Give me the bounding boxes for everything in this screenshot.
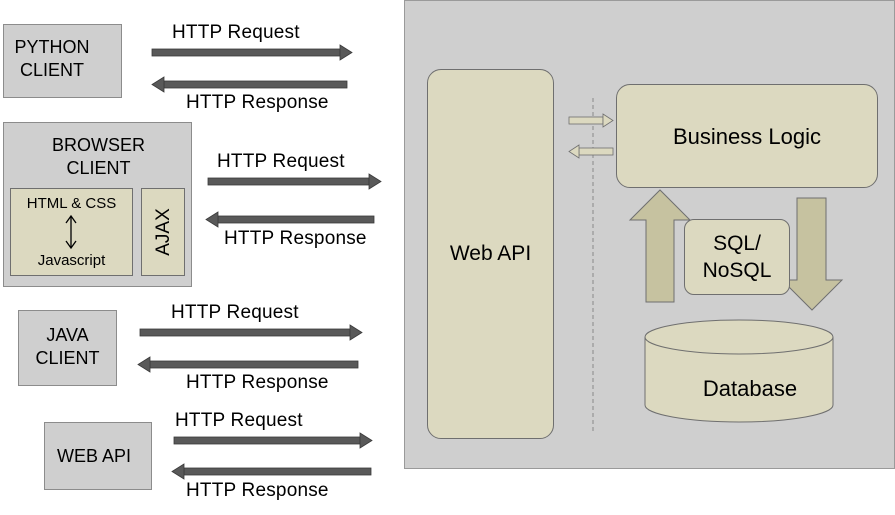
- html-css-js-box: HTML & CSS Javascript: [10, 188, 133, 276]
- python-request-arrow-icon: [151, 44, 353, 61]
- web-api-label: Web API: [449, 242, 532, 265]
- ajax-box: AJAX: [141, 188, 185, 276]
- java-request-arrow-icon: [139, 324, 363, 341]
- python-response-label: HTTP Response: [186, 92, 329, 113]
- html-css-label: HTML & CSS: [26, 195, 117, 212]
- java-response-arrow-icon: [137, 356, 359, 373]
- webapi-response-arrow-icon: [171, 463, 372, 480]
- webapi-client-label: WEB API: [56, 446, 132, 466]
- webapi-response-label: HTTP Response: [186, 480, 329, 501]
- python-request-label: HTTP Request: [172, 22, 300, 43]
- business-logic-component: Business Logic: [616, 84, 878, 188]
- java-client-box: JAVA CLIENT: [18, 310, 117, 386]
- python-response-arrow-icon: [151, 76, 348, 93]
- python-client-box: PYTHON CLIENT: [3, 24, 122, 98]
- logic-right-arrow-icon: [568, 113, 614, 128]
- python-client-line2: CLIENT: [19, 60, 84, 80]
- browser-client-line2: CLIENT: [66, 158, 131, 178]
- business-logic-label: Business Logic: [673, 124, 821, 149]
- java-response-label: HTTP Response: [186, 372, 329, 393]
- browser-client-line1: BROWSER: [51, 135, 145, 155]
- browser-response-label: HTTP Response: [224, 228, 367, 249]
- browser-response-arrow-icon: [205, 211, 375, 228]
- nosql-label: NoSQL: [702, 259, 772, 282]
- bidirectional-arrow-icon: [65, 214, 77, 250]
- logic-left-arrow-icon: [568, 144, 614, 159]
- up-arrow-icon: [628, 189, 692, 303]
- down-arrow-icon: [780, 197, 844, 311]
- browser-request-arrow-icon: [207, 173, 382, 190]
- webapi-request-arrow-icon: [173, 432, 373, 449]
- java-client-line2: CLIENT: [35, 348, 100, 368]
- web-api-component: Web API: [427, 69, 554, 439]
- java-request-label: HTTP Request: [171, 302, 299, 323]
- browser-client-box: BROWSER CLIENT HTML & CSS Javascript AJA…: [3, 122, 192, 287]
- database-label: Database: [702, 376, 798, 401]
- javascript-label: Javascript: [37, 252, 106, 269]
- browser-request-label: HTTP Request: [217, 151, 345, 172]
- python-client-line1: PYTHON: [14, 37, 90, 57]
- webapi-client-box: WEB API: [44, 422, 152, 490]
- sql-label: SQL/: [713, 232, 761, 255]
- java-client-line1: JAVA: [46, 325, 89, 345]
- database-cylinder-icon: [644, 319, 834, 423]
- webapi-request-label: HTTP Request: [175, 410, 303, 431]
- sql-nosql-component: SQL/ NoSQL: [684, 219, 790, 295]
